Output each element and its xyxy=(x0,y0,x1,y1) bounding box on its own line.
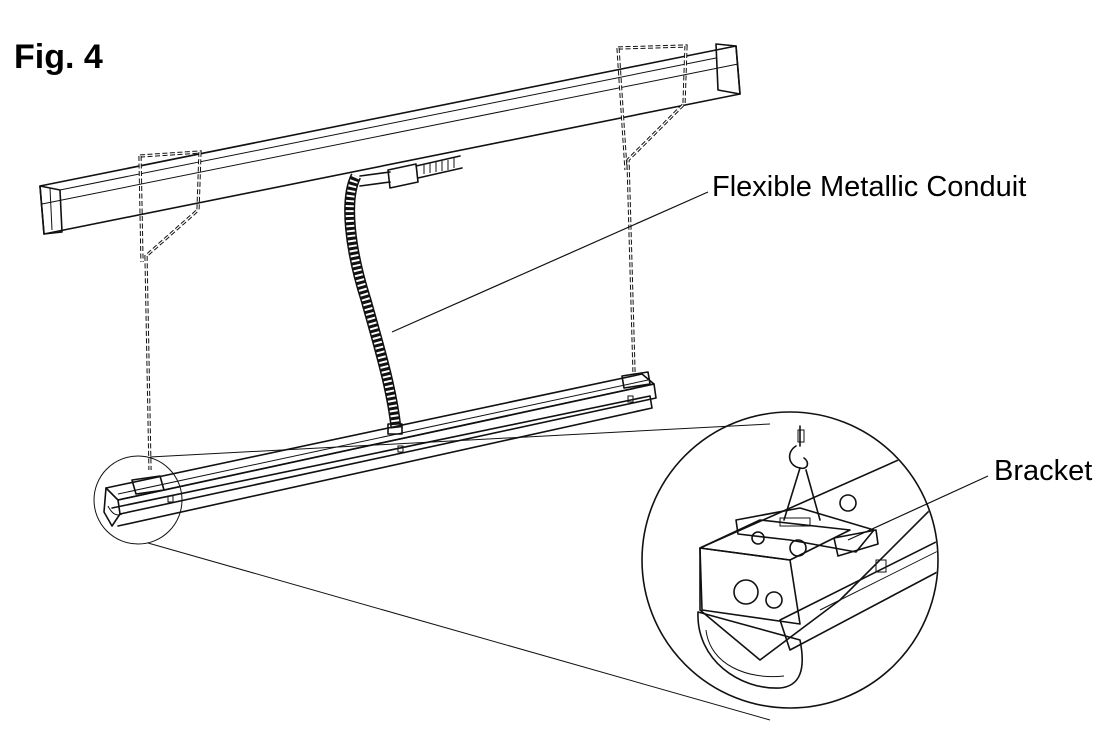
flexible-conduit xyxy=(344,173,403,435)
right-chain xyxy=(616,44,688,373)
left-chain xyxy=(138,150,202,471)
bracket-leader-line xyxy=(847,475,989,541)
junction-box xyxy=(359,155,463,189)
detail-magnifier-lines xyxy=(93,423,771,721)
figure-title: Fig. 4 xyxy=(14,38,103,76)
led-fixture xyxy=(103,371,657,527)
conduit-label: Flexible Metallic Conduit xyxy=(712,171,1026,203)
detail-view xyxy=(641,411,939,709)
conduit-leader-line xyxy=(391,191,709,333)
strut-channel xyxy=(39,43,741,235)
bracket-label: Bracket xyxy=(994,455,1092,487)
